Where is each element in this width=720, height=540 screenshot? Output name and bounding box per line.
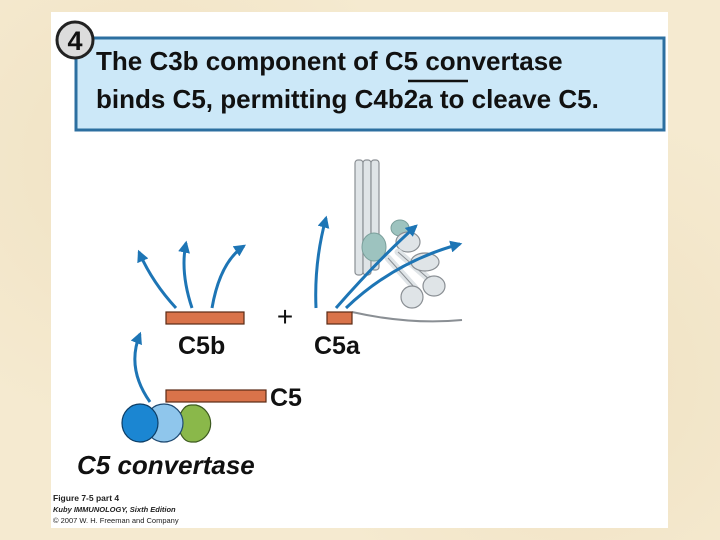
title-line-2: binds C5, permitting C4b2a to cleave C5. [96, 84, 599, 114]
title-box [74, 36, 666, 132]
arrow-c5a-right [344, 240, 463, 310]
c5a-label: C5a [314, 332, 361, 360]
convertase-label: C5 convertase [77, 450, 255, 480]
title-line-2-prefix: binds C5, permitting [96, 84, 355, 114]
copyright-caption: © 2007 W. H. Freeman and Company [53, 516, 179, 525]
arrow-c5b-right [210, 244, 246, 309]
plus-sign: + [277, 301, 293, 332]
step-number: 4 [67, 26, 82, 56]
c5b-label: C5b [178, 332, 225, 360]
title-line-1: The C3b component of C5 convertase [96, 46, 563, 76]
figure-caption: Figure 7-5 part 4 [53, 493, 120, 503]
c5a-fragment [326, 311, 353, 325]
c5-label: C5 [270, 384, 302, 412]
arrow-c5a-to-receptor [334, 224, 418, 309]
arrow-c5a-up [314, 215, 330, 309]
step-number-badge [55, 20, 95, 60]
arrow-cleavage [130, 331, 152, 403]
c5b-release-arrows [137, 240, 246, 310]
membrane-receptor [351, 159, 463, 323]
title-line-2-term: C4b2a [355, 84, 434, 114]
c5-protein [165, 389, 267, 403]
arrow-c5b-middle [178, 240, 194, 309]
c5b-fragment [165, 311, 245, 325]
arrow-c5b-left [137, 249, 178, 310]
title-line-2-suffix: to cleave C5. [433, 84, 599, 114]
book-caption: Kuby IMMUNOLOGY, Sixth Edition [53, 505, 176, 514]
c5-convertase [121, 403, 212, 443]
dark-blue-subunit [121, 403, 159, 443]
c5a-release-arrows [314, 215, 463, 310]
